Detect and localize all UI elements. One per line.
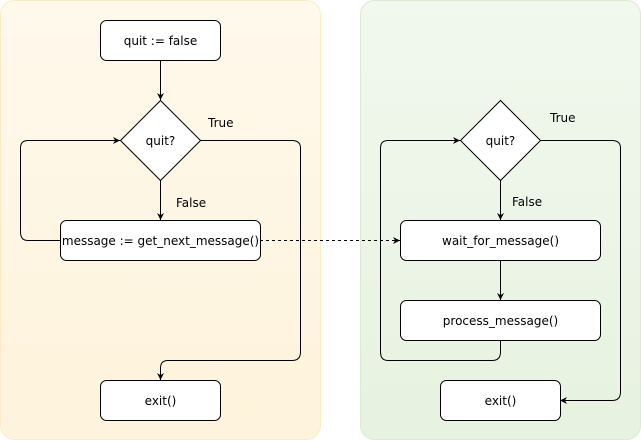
right-true-label: True xyxy=(549,111,576,125)
right-exit-label: exit() xyxy=(485,394,517,408)
left-decision-node xyxy=(119,99,202,182)
left-loop-back-arrow xyxy=(20,137,120,241)
right-process-message-label: process_message() xyxy=(443,314,558,328)
right-decision-label: quit? xyxy=(486,134,516,148)
right-false-label: False xyxy=(512,195,542,209)
left-false-label: False xyxy=(176,196,206,210)
left-init-node xyxy=(100,20,221,61)
left-decision-label: quit? xyxy=(146,134,176,148)
left-init-label: quit := false xyxy=(124,34,198,48)
left-exit-node xyxy=(100,380,221,421)
right-wait-for-message-node xyxy=(400,220,601,261)
right-process-message-node xyxy=(400,300,601,341)
left-exit-label: exit() xyxy=(145,394,177,408)
right-exit-node xyxy=(440,380,561,421)
left-get-next-message-label: message := get_next_message() xyxy=(62,234,259,248)
right-true-to-exit-arrow xyxy=(540,140,621,404)
right-loop-back-arrow xyxy=(380,137,501,361)
right-wait-for-message-label: wait_for_message() xyxy=(442,234,559,248)
left-true-to-exit-arrow xyxy=(157,140,301,380)
left-true-label: True xyxy=(207,116,234,130)
right-decision-node xyxy=(459,99,542,182)
